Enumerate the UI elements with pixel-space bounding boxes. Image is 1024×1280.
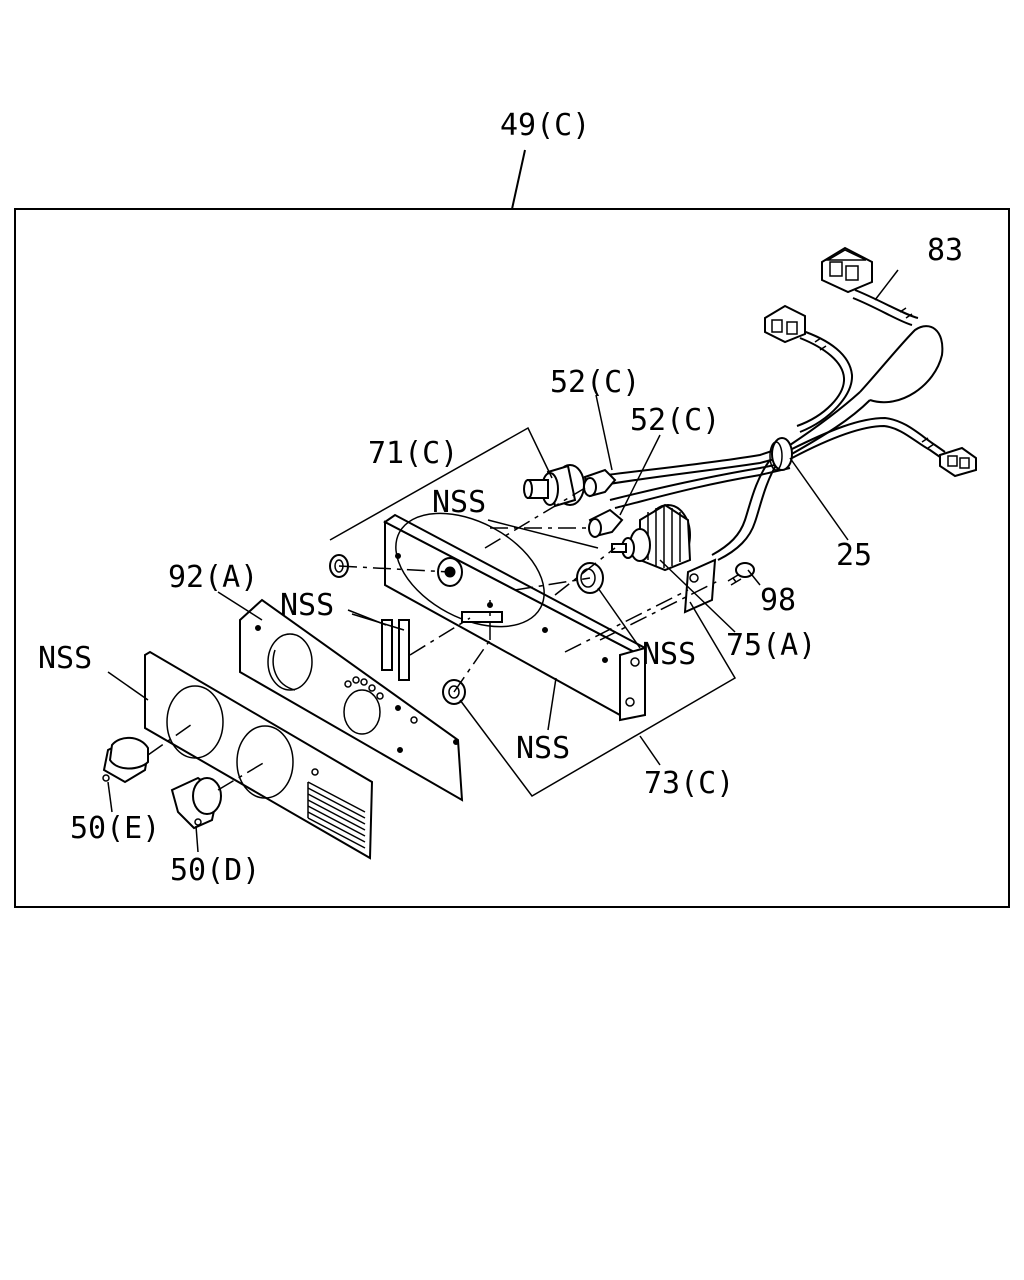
harness-connector-right bbox=[939, 446, 977, 478]
alignment-lines bbox=[147, 487, 721, 791]
bezel-plate bbox=[239, 598, 464, 802]
label-assembly: 49(C) bbox=[500, 108, 590, 143]
label-nss-strips: NSS bbox=[280, 588, 334, 623]
label-nss-top: NSS bbox=[432, 485, 486, 520]
label-harness: 83 bbox=[927, 233, 963, 268]
switch-bracket-plate bbox=[683, 558, 717, 614]
group-outline-lower bbox=[459, 601, 737, 797]
group-outline-upper bbox=[329, 426, 553, 541]
label-switch: 75(A) bbox=[726, 628, 816, 663]
label-nss-bushing: NSS bbox=[642, 637, 696, 672]
bulb-socket-upper bbox=[583, 468, 617, 498]
label-bracket-top: 71(C) bbox=[368, 436, 458, 471]
wire-break-marks bbox=[814, 307, 935, 449]
knob-e bbox=[102, 736, 150, 784]
face-plate bbox=[144, 650, 374, 860]
bulb-socket-lower bbox=[588, 508, 624, 538]
wire-harness bbox=[584, 289, 946, 561]
assembly-leader bbox=[511, 149, 526, 210]
label-knob-d: 50(D) bbox=[170, 853, 260, 888]
leader-lines bbox=[107, 269, 899, 853]
rotary-switch bbox=[611, 503, 692, 572]
screw bbox=[727, 562, 755, 586]
label-bulb-socket-2: 52(C) bbox=[630, 403, 720, 438]
harness-connector-top bbox=[821, 246, 873, 294]
label-knob-e: 50(E) bbox=[70, 811, 160, 846]
label-bulb-socket-1: 52(C) bbox=[550, 365, 640, 400]
harness-connector-mid bbox=[764, 304, 806, 344]
label-nss-face: NSS bbox=[38, 641, 92, 676]
lamp-bulb bbox=[523, 464, 585, 508]
label-clip: 25 bbox=[836, 538, 872, 573]
knob-d bbox=[170, 776, 222, 830]
label-bracket-group: 73(C) bbox=[644, 766, 734, 801]
label-bezel-plate: 92(A) bbox=[168, 560, 258, 595]
gasket-strips bbox=[381, 619, 410, 681]
label-nss-bracket: NSS bbox=[516, 731, 570, 766]
control-bracket bbox=[383, 512, 647, 722]
label-screw: 98 bbox=[760, 583, 796, 618]
